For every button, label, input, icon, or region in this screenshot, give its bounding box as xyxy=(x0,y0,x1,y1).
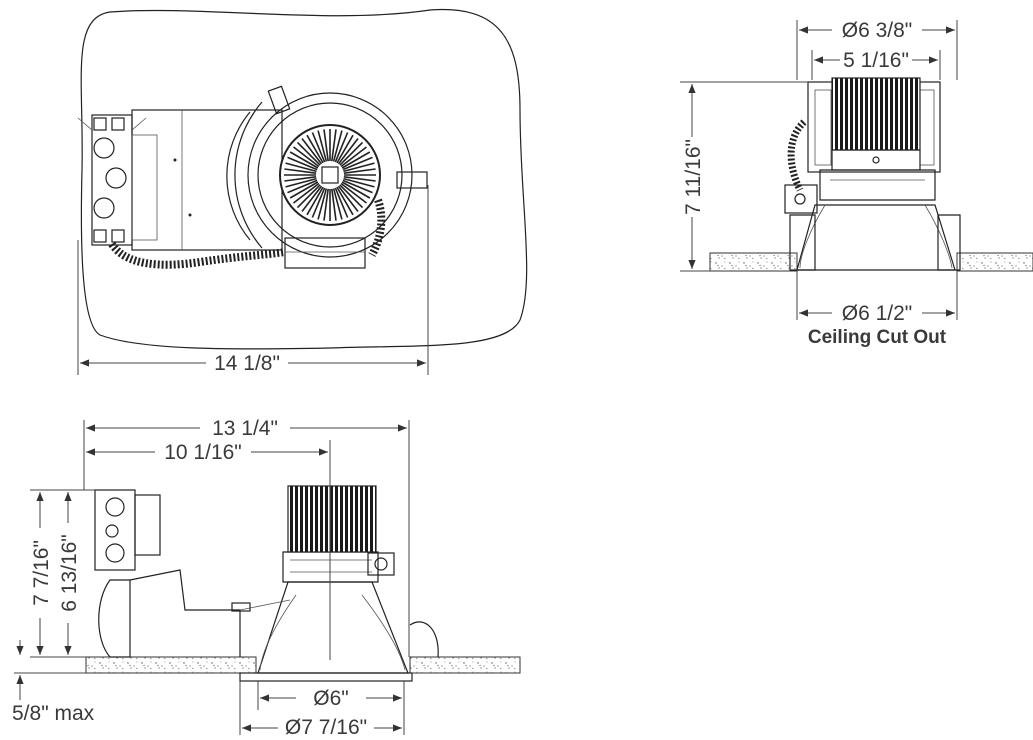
plan-fin xyxy=(306,134,324,164)
plan-outline xyxy=(80,8,528,350)
plan-fin xyxy=(339,141,364,166)
plan-fin xyxy=(339,184,364,209)
side-reflector xyxy=(257,581,409,674)
plan-fin xyxy=(342,156,373,171)
plan-fin xyxy=(343,168,376,174)
plan-fin xyxy=(293,146,320,168)
plan-fin xyxy=(296,184,321,209)
side-junction-box xyxy=(94,489,136,571)
side-offset-label: 10 1/16" xyxy=(164,441,242,464)
plan-fin xyxy=(301,185,323,212)
plan-mounting-plate xyxy=(131,109,283,251)
plan-fin xyxy=(317,188,328,220)
plan-fin xyxy=(343,177,375,188)
plan-fin xyxy=(287,156,318,171)
plan-fin xyxy=(332,188,343,220)
plan-fin xyxy=(337,138,359,165)
plan-fin xyxy=(331,188,337,221)
plan-fin xyxy=(340,182,367,204)
side-overall-height-label: 7 7/16" xyxy=(30,540,53,606)
front-reflector xyxy=(796,204,956,271)
plan-view: 14 1/8" xyxy=(77,8,528,375)
plan-fin xyxy=(331,129,337,162)
plan-fin xyxy=(311,187,326,218)
plan-fin xyxy=(323,129,329,162)
front-outer-diameter-label: Ø6 3/8" xyxy=(842,19,913,42)
side-ceiling-right xyxy=(409,656,521,674)
plan-fin xyxy=(301,138,323,165)
side-view: 13 1/4" 10 1/16" 7 7/16" 6 13/16" 5/8" m… xyxy=(12,415,521,740)
side-length-label: 13 1/4" xyxy=(212,417,278,440)
side-thickness-label: 5/8" max xyxy=(12,702,95,725)
plan-fin xyxy=(343,176,376,182)
front-view: Ø6 3/8" 5 1/16" 7 11/16" Ø6 1/2" Ceiling… xyxy=(680,16,1033,348)
plan-fin xyxy=(311,132,326,163)
plan-fin xyxy=(332,130,343,162)
side-box-height-label: 6 13/16" xyxy=(58,534,81,612)
plan-fin xyxy=(337,185,359,212)
front-heatsink xyxy=(831,77,921,151)
plan-fin xyxy=(341,151,371,169)
plan-fin xyxy=(334,187,349,218)
plan-fin xyxy=(296,141,321,166)
plan-fin xyxy=(285,162,317,173)
side-heatsink xyxy=(287,485,377,553)
plan-fin xyxy=(284,168,317,174)
plan-fin xyxy=(343,162,375,173)
plan-fin xyxy=(287,179,318,194)
plan-fin xyxy=(334,132,349,163)
front-cutout-caption: Ceiling Cut Out xyxy=(808,327,947,348)
plan-fin xyxy=(323,188,329,221)
front-cable xyxy=(787,119,807,192)
plan-fin xyxy=(317,130,328,162)
plan-fin xyxy=(285,177,317,188)
plan-fin xyxy=(293,182,320,204)
plan-driver xyxy=(284,237,366,269)
side-flange-label: Ø7 7/16" xyxy=(285,716,367,739)
plan-fin xyxy=(289,181,319,199)
plan-heatsink-fins xyxy=(284,129,376,221)
plan-housing-ring xyxy=(247,92,413,258)
front-heatsink-label: 5 1/16" xyxy=(843,49,909,72)
plan-fin xyxy=(342,179,373,194)
front-cutout-label: Ø6 1/2" xyxy=(842,302,913,325)
plan-fin xyxy=(289,151,319,169)
plan-fin xyxy=(341,181,371,199)
front-height-label: 7 11/16" xyxy=(682,139,705,215)
plan-fin xyxy=(336,186,354,216)
plan-fin xyxy=(284,176,317,182)
side-aperture-label: Ø6" xyxy=(313,687,348,710)
side-ceiling-left xyxy=(85,656,257,674)
front-ceiling-right xyxy=(956,252,1033,272)
side-bracket xyxy=(129,569,241,657)
plan-fin xyxy=(340,146,367,168)
plan-width-label: 14 1/8" xyxy=(214,352,280,375)
plan-fin xyxy=(336,134,354,164)
front-ceiling-left xyxy=(709,252,798,272)
plan-conduit xyxy=(108,241,286,269)
plan-fin xyxy=(306,186,324,216)
